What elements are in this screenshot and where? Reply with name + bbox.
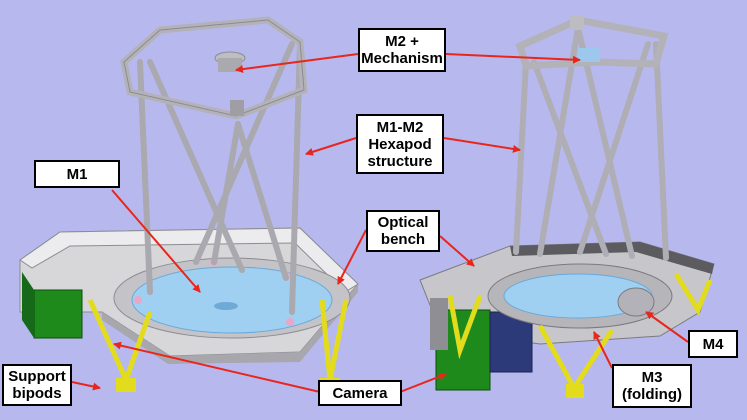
label-m3-line-2: (folding) <box>622 386 682 403</box>
label-m2-line-2: Mechanism <box>361 50 443 67</box>
callout-arrows <box>71 53 689 393</box>
label-m2-line-1: M2 + <box>385 33 419 50</box>
label-optical-bench-line-1: Optical <box>377 214 429 231</box>
label-m1: M1 <box>34 160 120 188</box>
label-support-bipods-line-1: Support <box>8 368 66 385</box>
label-hexapod-line-1: M1-M2 <box>376 118 424 136</box>
label-camera-text: Camera <box>332 384 388 402</box>
label-support-bipods: Support bipods <box>2 364 72 406</box>
label-support-bipods-line-2: bipods <box>12 385 62 402</box>
label-m4-text: M4 <box>702 335 724 353</box>
label-m2-mechanism: M2 + Mechanism <box>358 28 446 72</box>
label-hexapod-line-3: structure <box>367 152 433 170</box>
right-telescope <box>419 16 715 398</box>
label-m3-line-1: M3 <box>641 369 663 386</box>
label-hexapod-structure: M1-M2 Hexapod structure <box>356 114 444 174</box>
label-camera: Camera <box>318 380 402 406</box>
label-optical-bench-line-2: bench <box>380 231 426 248</box>
label-optical-bench: Optical bench <box>366 210 440 252</box>
m4-mirror <box>617 287 655 317</box>
label-m1-text: M1 <box>66 165 88 183</box>
left-camera-box <box>33 289 83 339</box>
m1-mirror <box>131 266 333 334</box>
label-m3-folding: M3 (folding) <box>612 364 692 408</box>
left-telescope <box>19 16 359 392</box>
label-m4: M4 <box>688 330 738 358</box>
right-hexapod-struts <box>513 25 669 261</box>
label-hexapod-line-2: Hexapod <box>368 135 432 153</box>
